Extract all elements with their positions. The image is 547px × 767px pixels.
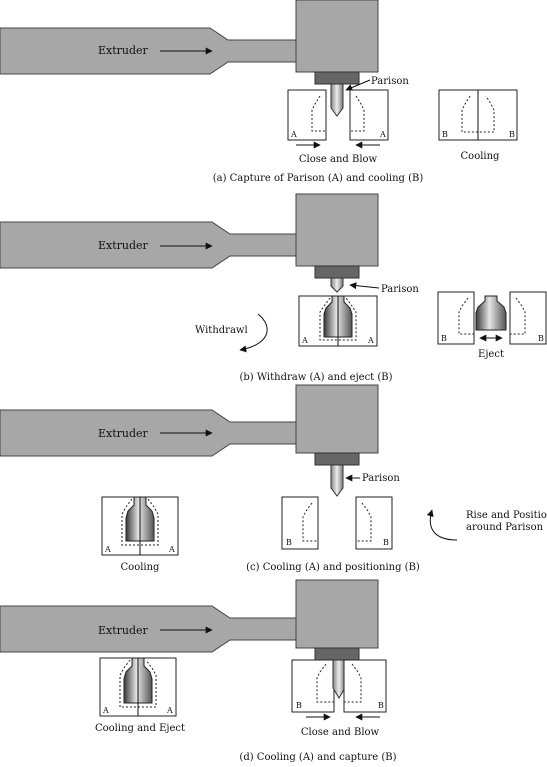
parison-label: Parison	[362, 473, 400, 484]
caption-a: (a) Capture of Parison (A) and cooling (…	[213, 173, 424, 184]
parison-label: Parison	[371, 76, 409, 87]
ejected-bottle	[475, 295, 507, 331]
die-block	[314, 452, 360, 466]
mold-label-b: B	[378, 701, 384, 710]
extruder-head	[295, 579, 379, 649]
parison	[330, 83, 344, 117]
extruder-barrel	[0, 221, 297, 269]
mold-label-a: A	[301, 336, 308, 345]
mold-label-a: A	[104, 545, 111, 554]
mold-half-b-right	[509, 291, 547, 345]
die-block	[314, 647, 360, 661]
mold-label-b: B	[442, 130, 448, 139]
extruder-head	[295, 193, 379, 267]
die-block	[314, 265, 360, 279]
rise-arrow	[426, 509, 458, 541]
parison	[330, 277, 344, 293]
caption-c: (c) Cooling (A) and positioning (B)	[246, 562, 420, 573]
mold-half-b-left	[281, 496, 319, 550]
parison-pointer	[345, 79, 371, 91]
mold-label-a: A	[102, 706, 109, 715]
mold-label-a: A	[367, 336, 374, 345]
mold-label-b: B	[286, 538, 292, 547]
mold-label-a: A	[290, 130, 297, 139]
extruder-head	[295, 384, 379, 454]
parison-pointer	[349, 282, 380, 290]
extruder-label: Extruder	[98, 44, 149, 57]
cavity-b-right	[356, 502, 372, 542]
cavity-a-left	[311, 95, 326, 132]
caption-b: (b) Withdraw (A) and eject (B)	[239, 372, 392, 383]
mold-label-a: A	[379, 130, 386, 139]
close-and-blow-label: Close and Blow	[299, 154, 378, 165]
extruder-label: Extruder	[98, 427, 149, 440]
parison	[332, 659, 346, 699]
die-block	[314, 71, 360, 85]
cavity-b	[461, 95, 495, 133]
close-and-blow-label: Close and Blow	[301, 727, 380, 738]
cooling-label: Cooling	[461, 151, 501, 162]
withdrawl-label: Withdrawl	[195, 325, 248, 336]
panel-c: Extruder Parison A A Cooling B B Rise an…	[0, 384, 547, 573]
panel-d: Extruder A A Cooling and Eject B B Close…	[0, 579, 397, 763]
panel-a: Extruder Parison A A Close and Blow B B …	[0, 0, 518, 184]
mold-label-b: B	[538, 334, 544, 343]
extruder-label: Extruder	[98, 239, 149, 252]
extruder-barrel	[0, 27, 297, 75]
mold-half-a-right	[349, 89, 389, 141]
eject-label: Eject	[478, 349, 504, 360]
parison	[330, 464, 344, 497]
cavity-b-left	[316, 663, 334, 703]
mold-label-b: B	[296, 701, 302, 710]
extruder-head	[295, 0, 379, 73]
cavity-b-left	[458, 297, 474, 335]
extruder-label: Extruder	[98, 624, 149, 637]
cooling-and-eject-label: Cooling and Eject	[95, 723, 185, 734]
mold-half-b-right	[343, 659, 387, 713]
cavity-a-right	[350, 95, 365, 132]
mold-label-b: B	[441, 334, 447, 343]
panel-b: Extruder Parison A A Withdrawl B B Eject…	[0, 193, 547, 383]
mold-label-a: A	[166, 706, 173, 715]
cavity-b-right	[510, 297, 526, 335]
rise-label-line1: Rise and Position	[466, 510, 547, 521]
withdrawl-arrow	[239, 313, 268, 353]
extruder-barrel	[0, 409, 297, 457]
mold-label-b: B	[509, 130, 515, 139]
caption-d: (d) Cooling (A) and capture (B)	[239, 752, 396, 763]
mold-label-a: A	[168, 545, 175, 554]
cavity-b-right	[344, 663, 362, 703]
extruder-barrel	[0, 605, 297, 653]
cavity-b-left	[302, 502, 318, 542]
mold-half-a-left	[287, 89, 327, 141]
parison-label: Parison	[381, 284, 419, 295]
rise-label-line2: around Parison	[466, 522, 544, 533]
mold-half-b-right	[355, 496, 393, 550]
mold-half-b-left	[291, 659, 335, 713]
mold-label-b: B	[383, 538, 389, 547]
mold-half-b-left	[437, 291, 475, 345]
cooling-label: Cooling	[121, 562, 161, 573]
